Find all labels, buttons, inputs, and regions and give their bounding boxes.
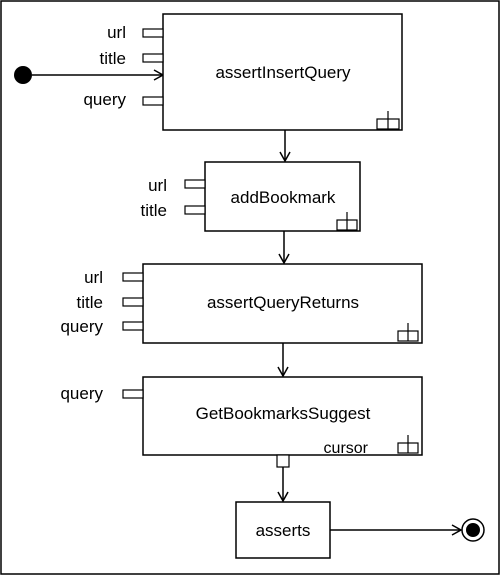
rake-icon [397,323,419,342]
action-label: GetBookmarksSuggest [196,404,371,423]
input-pin-title: title [100,49,164,68]
pin [142,53,164,63]
input-pin-query: query [83,90,164,109]
pin-label: title [100,49,126,68]
pin-label: title [141,201,167,220]
action-add-bookmark: addBookmark url title [141,161,361,232]
action-get-bookmarks-suggest: GetBookmarksSuggest cursor query [60,376,423,468]
rake-icon [336,212,358,231]
pin-label: url [148,176,167,195]
input-pin-query: query [60,317,144,336]
action-label: asserts [256,521,311,540]
input-pin-url: url [148,176,206,195]
action-box [142,376,423,456]
pin-label: url [107,23,126,42]
pin [184,179,206,189]
input-pin-url: url [84,268,144,287]
action-asserts: asserts [235,501,331,559]
input-pin-title: title [77,293,144,312]
pin-label: url [84,268,103,287]
input-pin-url: url [107,23,164,42]
rake-icon [397,435,419,454]
pin [122,272,144,282]
pin [122,321,144,331]
action-box [162,13,403,131]
initial-node [14,66,32,84]
action-box [204,161,361,232]
pin-label: query [83,90,126,109]
pin [122,389,144,399]
rake-icon [376,111,400,130]
pin [184,205,206,215]
input-pin-title: title [141,201,206,220]
pin [122,297,144,307]
pin-label: query [60,317,103,336]
pin-label: title [77,293,103,312]
input-pin-query: query [60,384,144,403]
final-node [461,518,485,542]
pin-label: query [60,384,103,403]
action-label: assertInsertQuery [215,63,351,82]
action-assert-query-returns: assertQueryReturns url title query [60,263,423,344]
action-assert-insert-query: assertInsertQuery url title query [83,13,403,131]
action-label: addBookmark [231,188,336,207]
pin [142,96,164,106]
pin [142,28,164,38]
action-label: assertQueryReturns [207,293,359,312]
output-pin-label: cursor [324,440,369,457]
output-pin-cursor [276,454,290,468]
